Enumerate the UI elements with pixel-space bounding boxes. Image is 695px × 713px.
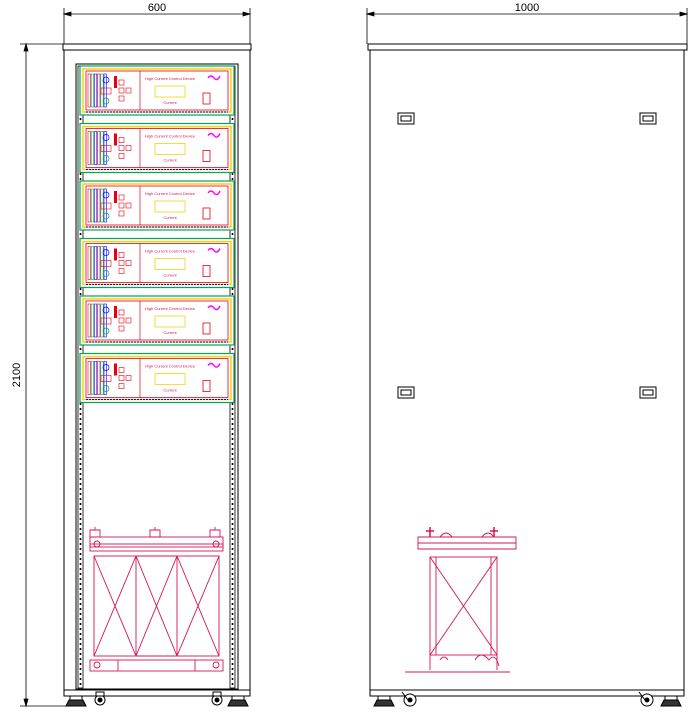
- side-transformer: [405, 527, 517, 673]
- front-transformer: [89, 527, 224, 672]
- module-display-label: Current: [163, 273, 177, 278]
- module-title: High Current Control Device: [145, 364, 196, 369]
- front-width-dimension: [62, 8, 252, 44]
- side-feet: [373, 691, 682, 707]
- module-display-label: Current: [163, 100, 177, 105]
- front-feet: [65, 691, 249, 707]
- side-handles: [397, 112, 657, 399]
- side-depth-dimension: [365, 8, 689, 44]
- module-title: High Current Control Device: [145, 134, 196, 139]
- module-title: High Current Control Device: [145, 76, 196, 81]
- module-display-label: Current: [163, 158, 177, 163]
- module-display-label: Current: [163, 330, 177, 335]
- module-title: High Current Control Device: [145, 306, 196, 311]
- module-title: High Current Control Device: [145, 249, 196, 254]
- module-title: High Current Control Device: [145, 191, 196, 196]
- height-label: 2100: [11, 363, 23, 387]
- side-view: [367, 43, 688, 707]
- front-width-label: 600: [148, 2, 166, 14]
- side-depth-label: 1000: [515, 2, 539, 14]
- height-dimension: [20, 42, 70, 708]
- module-display-label: Current: [163, 388, 177, 393]
- module-display-label: Current: [163, 215, 177, 220]
